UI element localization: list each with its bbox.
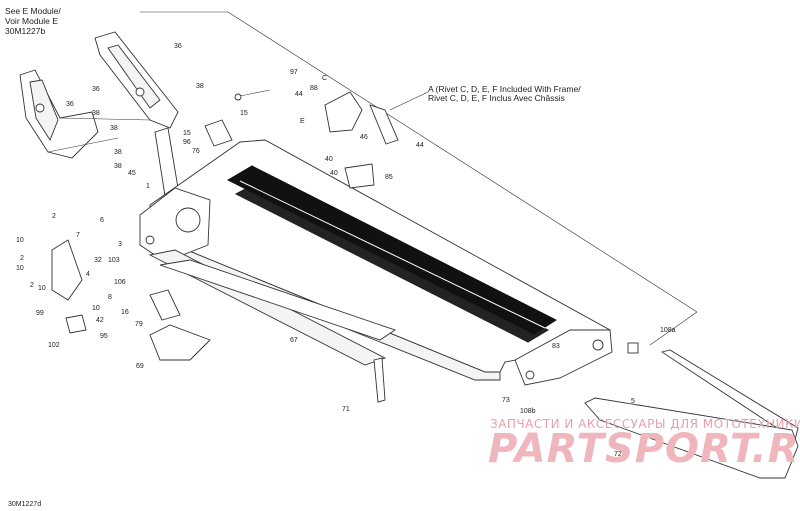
callout-79: 79 [135,321,143,328]
callout-76: 76 [192,148,200,155]
callout-36: 36 [92,86,100,93]
callout-8: 8 [108,294,112,301]
callout-10: 10 [92,305,100,312]
callout-44: 44 [295,91,303,98]
callout-38: 38 [110,125,118,132]
callout-16: 16 [121,309,129,316]
callout-1: 1 [146,183,150,190]
frame-note-line1: A (Rivet C, D, E, F Included With Frame/ [428,84,581,94]
callout-45: 45 [128,170,136,177]
front-bulkhead [19,31,179,159]
callout-40: 40 [325,156,333,163]
callout-2: 2 [20,255,24,262]
callout-42: 42 [96,317,104,324]
callout-2: 2 [30,282,34,289]
callout-38: 38 [196,83,204,90]
callout-c: C [322,75,327,82]
callout-69: 69 [136,363,144,370]
callout-103: 103 [108,257,120,264]
callout-e: E [300,118,305,125]
callout-36: 36 [66,101,74,108]
callout-102: 102 [48,342,60,349]
callout-10: 10 [16,237,24,244]
callout-46: 46 [360,134,368,141]
module-note-line3: 30M1227b [5,26,45,36]
callout-85: 85 [385,174,393,181]
steering-support [154,89,271,197]
callout-36: 36 [174,43,182,50]
module-note-line2: Voir Module E [5,16,58,26]
callout-15: 15 [240,110,248,117]
callout-108a: 108a [660,327,676,334]
callout-106: 106 [114,279,126,286]
callout-83: 83 [552,343,560,350]
callout-38: 38 [114,163,122,170]
callout-40: 40 [330,170,338,177]
callout-71: 71 [342,406,350,413]
callout-10: 10 [16,265,24,272]
callout-99: 99 [36,310,44,317]
running-board [148,249,397,366]
callout-73: 73 [502,397,510,404]
module-note-line1: See E Module/ [5,6,61,16]
chassis-tunnel [139,139,613,386]
callout-88: 88 [310,85,318,92]
callout-108b: 108b [520,408,536,415]
frame-outline-lines [140,11,698,346]
callout-95: 95 [100,333,108,340]
frame-note-line2: Rivet C, D, E, F Inclus Avec Châssis [428,93,565,103]
callout-96: 96 [183,139,191,146]
callout-6: 6 [100,217,104,224]
callout-3: 3 [118,241,122,248]
callout-38: 38 [114,149,122,156]
callout-5: 5 [631,398,635,405]
callout-2: 2 [52,213,56,220]
watermark-tagline: ЗАПЧАСТИ И АКСЕССУАРЫ ДЛЯ МОТОТЕХНИКИ [490,417,800,431]
callout-38: 38 [92,110,100,117]
callout-4: 4 [86,271,90,278]
callout-7: 7 [76,232,80,239]
diagram-code: 30M1227d [8,501,41,508]
rear-parts [324,91,799,479]
callout-44: 44 [416,142,424,149]
callout-10: 10 [38,285,46,292]
left-side-brackets [51,239,386,403]
callout-97: 97 [290,69,298,76]
callout-labels: 36 38 36 36 38 38 38 38 97 15 15 96 76 4… [16,43,676,458]
watermark-brand: PARTSPORT.RU [488,426,800,472]
callout-67: 67 [290,337,298,344]
callout-72: 72 [614,451,622,458]
callout-32: 32 [94,257,102,264]
callout-15: 15 [183,130,191,137]
